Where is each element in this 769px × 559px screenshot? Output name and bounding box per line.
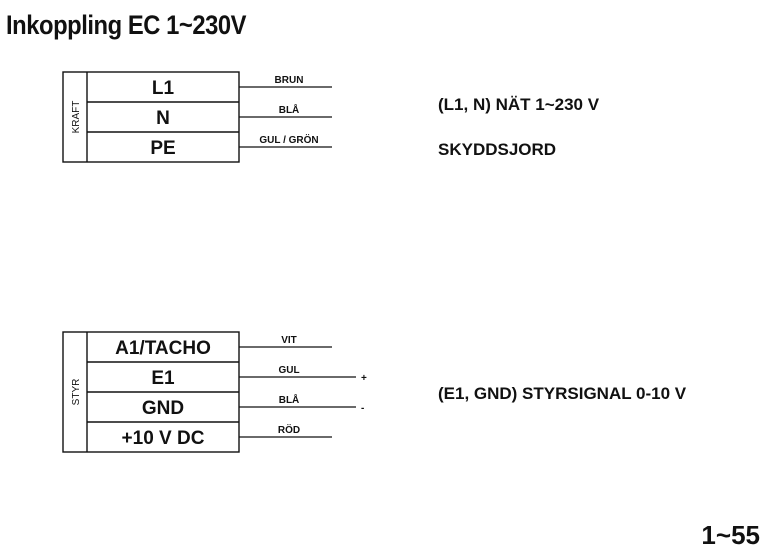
styr-wire-label-e1: GUL (278, 365, 299, 376)
styr-wire-label-a1: VIT (281, 335, 297, 346)
styr-terminal-e1: E1 (151, 368, 175, 389)
styr-terminal-gnd: GND (142, 398, 184, 419)
page-title: Inkoppling EC 1~230V (6, 10, 247, 40)
kraft-terminal-pe: PE (150, 138, 175, 159)
styr-terminal-block: STYR A1/TACHO E1 GND +10 V DC VIT GUL BL… (62, 331, 367, 453)
kraft-wire-label-n: BLÅ (279, 103, 300, 116)
styr-wire-label-gnd: BLÅ (279, 393, 300, 406)
kraft-desc-earth: SKYDDSJORD (438, 140, 556, 159)
styr-terminal-a1-tacho: A1/TACHO (115, 338, 211, 359)
kraft-terminal-block: KRAFT L1 N PE BRUN BLÅ GUL / GRÖN (62, 71, 332, 163)
styr-side-label: STYR (71, 379, 82, 406)
styr-wire-label-10v: RÖD (278, 423, 300, 436)
page-number: 1~55 (701, 520, 760, 550)
kraft-wire-label-pe: GUL / GRÖN (259, 133, 318, 146)
kraft-terminal-l1: L1 (152, 78, 175, 99)
styr-terminal-10v-dc: +10 V DC (122, 428, 205, 449)
kraft-desc-mains: (L1, N) NÄT 1~230 V (438, 95, 600, 114)
styr-desc-signal: (E1, GND) STYRSIGNAL 0-10 V (438, 384, 687, 403)
kraft-side-label: KRAFT (71, 101, 82, 134)
styr-polarity-plus: + (361, 373, 367, 384)
kraft-terminal-n: N (156, 108, 170, 129)
kraft-wire-label-l1: BRUN (275, 75, 304, 86)
styr-polarity-minus: - (361, 403, 364, 414)
